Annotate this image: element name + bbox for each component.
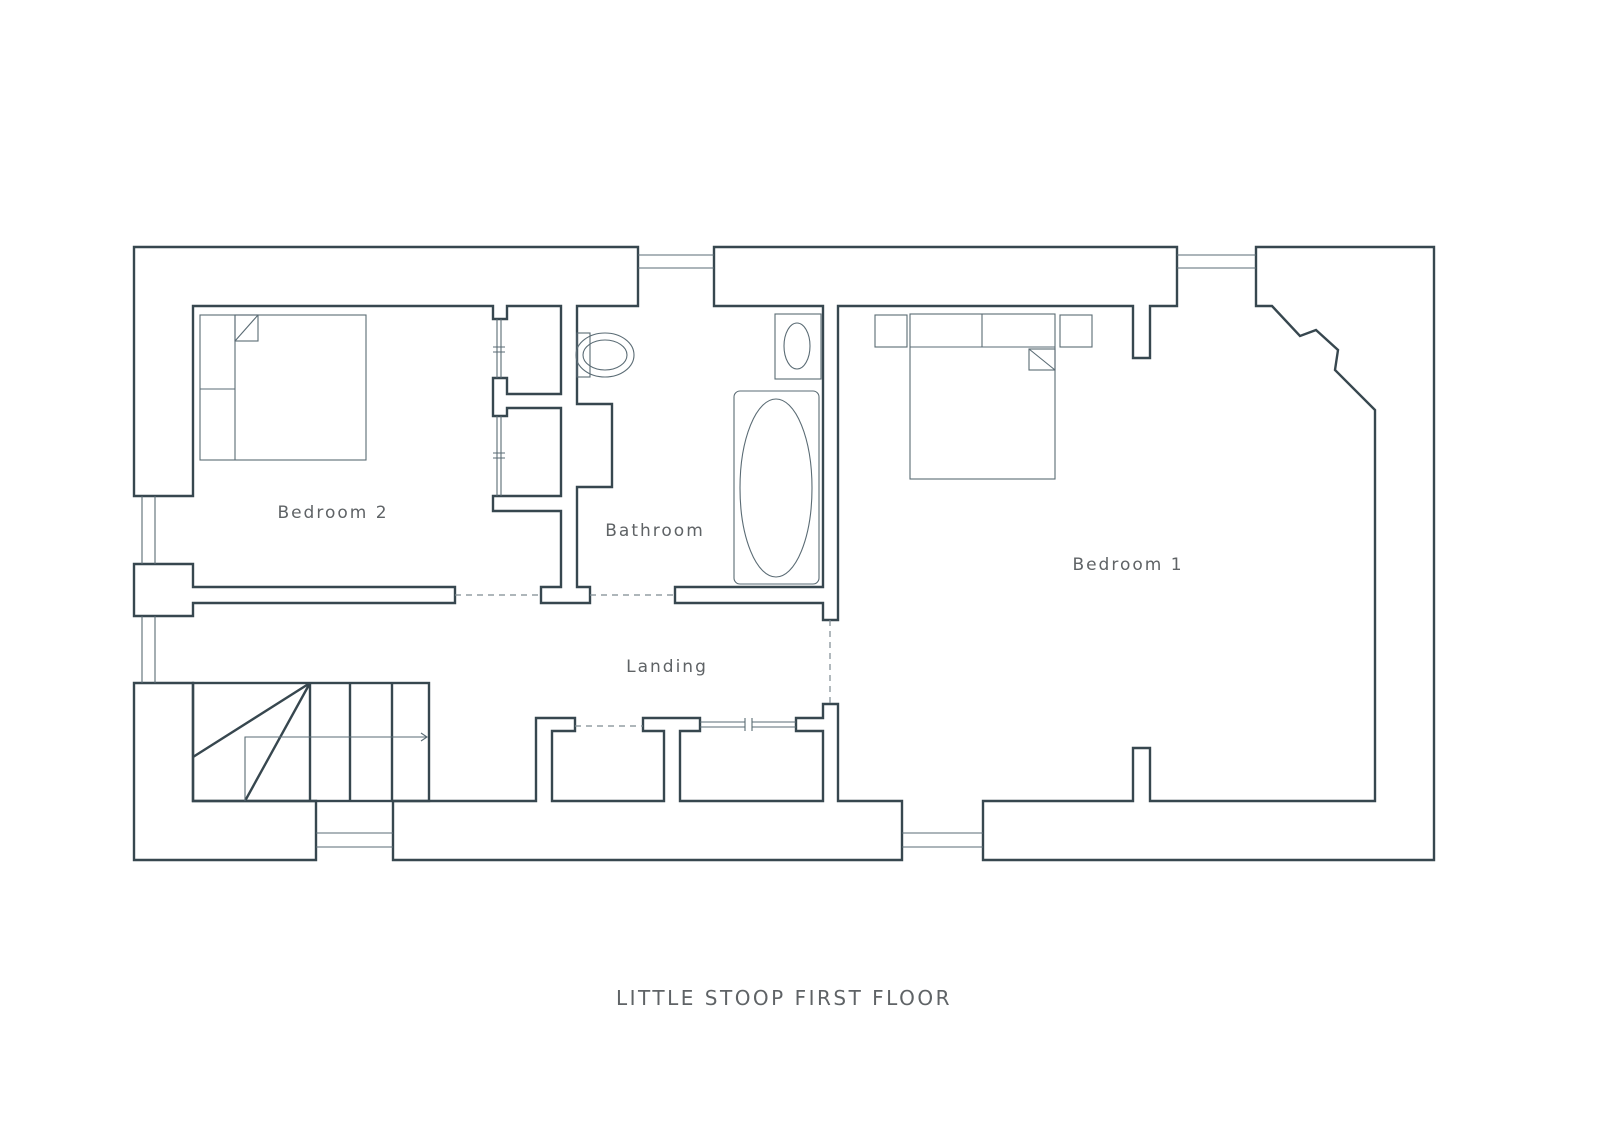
- bed-bedroom2: [199, 314, 367, 461]
- wall-bottom-left: [132, 681, 318, 862]
- wall-top-middle: [673, 245, 1179, 622]
- wall-right: [981, 245, 1436, 862]
- sink: [774, 313, 822, 380]
- room-label-landing: Landing: [626, 657, 708, 677]
- room-label-bathroom: Bathroom: [605, 521, 705, 541]
- windows: [141, 254, 1256, 848]
- bed-bedroom1: [874, 313, 1093, 480]
- wall-top-left: [132, 245, 640, 605]
- room-label-bedroom-2: Bedroom 2: [277, 503, 389, 523]
- plan-title: LITTLE STOOP FIRST FLOOR: [616, 986, 952, 1010]
- wall-bottom-middle: [391, 702, 904, 862]
- stair-direction-arrow: [244, 732, 428, 801]
- wardrobe-doors: [493, 319, 796, 731]
- toilet: [575, 332, 635, 378]
- door-openings: [455, 594, 831, 727]
- wall-bedroom2-south: [132, 562, 457, 618]
- bathtub: [733, 390, 820, 585]
- staircase: [191, 681, 431, 803]
- room-label-bedroom-1: Bedroom 1: [1072, 555, 1184, 575]
